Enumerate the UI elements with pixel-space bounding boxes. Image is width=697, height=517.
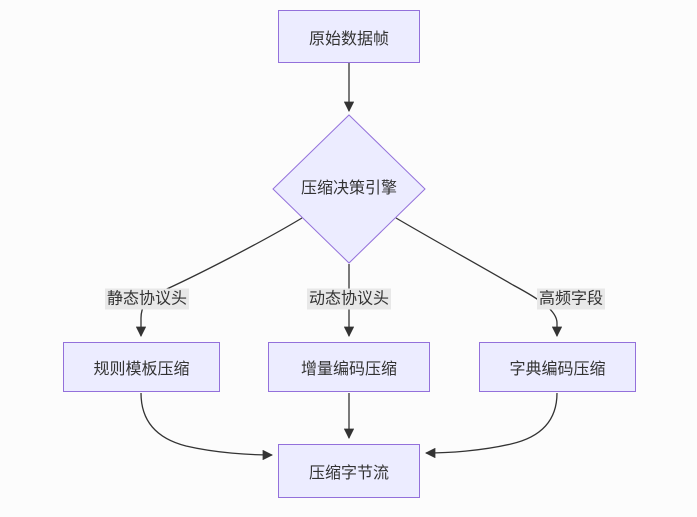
edge-label-static-protocol-header: 静态协议头 [104, 288, 190, 310]
edge-decision-to-rule [135, 217, 303, 338]
edge-label-dynamic-protocol-header: 动态协议头 [306, 288, 392, 310]
edge-decision-to-dict [395, 217, 563, 338]
edge-label-high-frequency-fields: 高频字段 [536, 288, 606, 310]
node-rule-template-compression: 规则模板压缩 [63, 342, 220, 392]
node-dictionary-encoding-compression: 字典编码压缩 [479, 342, 636, 392]
node-compressed-byte-stream: 压缩字节流 [278, 444, 420, 498]
edge-dict-to-output [424, 392, 558, 459]
edge-rule-to-output [140, 392, 274, 461]
node-raw-data-frame: 原始数据帧 [278, 10, 420, 63]
node-delta-encoding-compression: 增量编码压缩 [268, 342, 430, 392]
decision-diamond-shape [272, 114, 426, 264]
